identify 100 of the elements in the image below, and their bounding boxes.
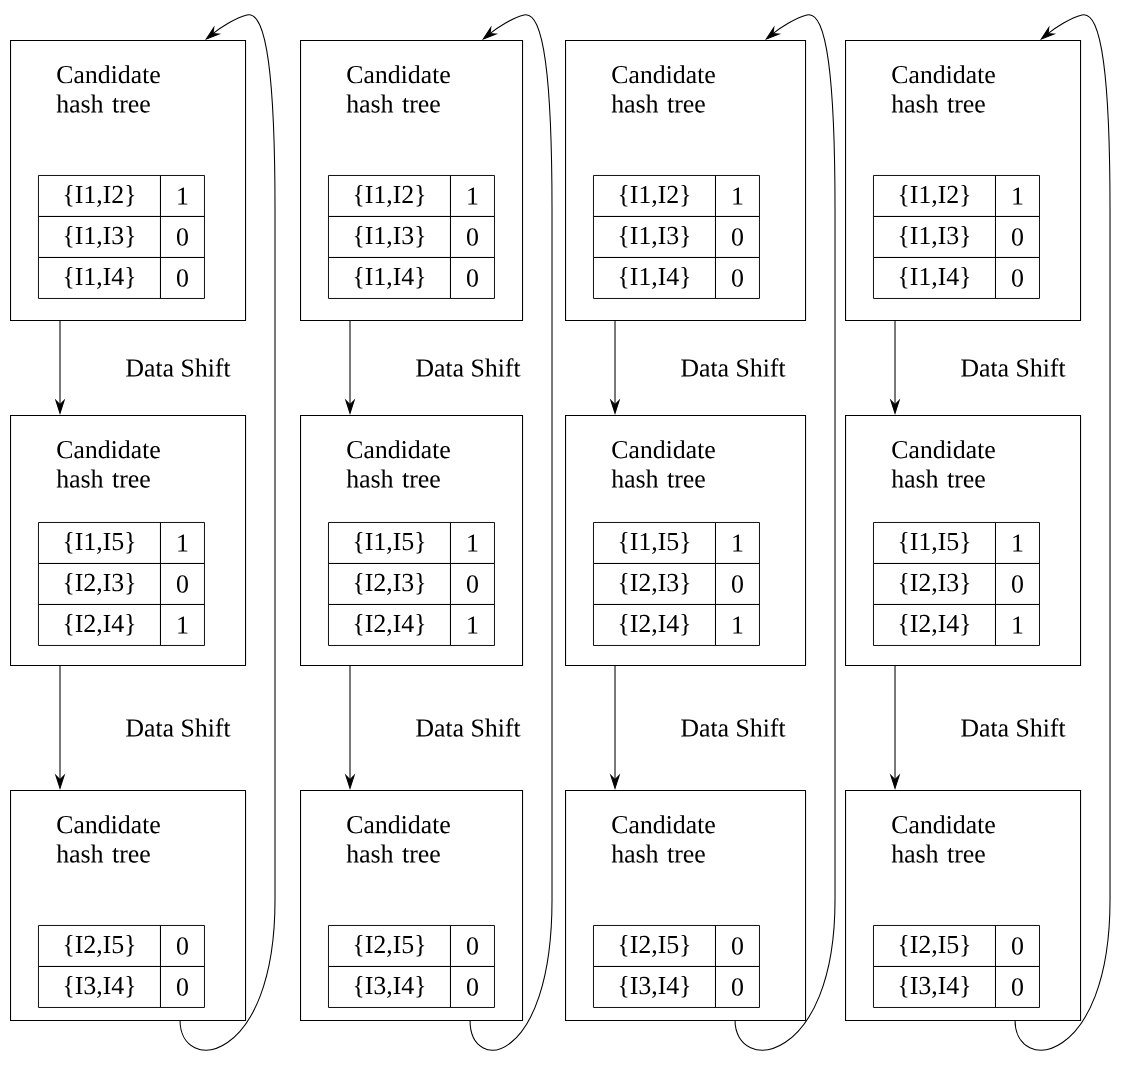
box-heading: Candidate hash tree [611,65,715,113]
table-cell: {I1,I4} [593,257,716,299]
table-cell: {I2,I4} [593,604,716,646]
table-cell: {I1,I2} [873,175,996,217]
table-cell: {I3,I4} [38,966,161,1008]
table-cell: 0 [995,563,1040,605]
table-cell: 1 [715,522,760,564]
table-cell: {I1,I4} [38,257,161,299]
box-heading: Candidate hash tree [346,440,450,488]
table-cell: 1 [160,604,205,646]
table-cell: 0 [160,925,205,967]
table-cell: 0 [450,563,495,605]
table-cell: 0 [450,966,495,1008]
table-cell: {I2,I4} [38,604,161,646]
table-cell: {I2,I5} [38,925,161,967]
candidate-box [845,790,1082,1022]
table-cell: {I3,I4} [873,966,996,1008]
table-cell: 0 [715,563,760,605]
table-cell: 1 [715,604,760,646]
edge-label: Data Shift [123,715,233,740]
table-cell: 1 [450,522,495,564]
table-cell: 1 [160,522,205,564]
box-heading: Candidate hash tree [56,440,160,488]
table-cell: 0 [160,216,205,258]
table-cell: 1 [995,604,1040,646]
table-cell: 1 [450,604,495,646]
table-cell: 0 [715,257,760,299]
table-cell: 0 [715,925,760,967]
table-cell: 0 [995,925,1040,967]
table-cell: 1 [995,175,1040,217]
table-cell: 0 [450,925,495,967]
table-cell: {I2,I3} [593,563,716,605]
table-cell: {I2,I3} [873,563,996,605]
table-cell: 1 [995,522,1040,564]
table-cell: {I2,I5} [328,925,451,967]
table-cell: 0 [715,966,760,1008]
candidate-box [565,40,807,322]
candidate-box [845,40,1082,322]
table-cell: 0 [995,257,1040,299]
table-cell: {I1,I3} [328,216,451,258]
table-cell: {I2,I5} [873,925,996,967]
box-heading: Candidate hash tree [346,65,450,113]
box-heading: Candidate hash tree [891,65,995,113]
edge-label: Data Shift [413,355,523,380]
table-cell: 0 [450,257,495,299]
candidate-box [300,415,524,667]
table-cell: 0 [450,216,495,258]
table-cell: {I3,I4} [593,966,716,1008]
candidate-box [565,790,807,1022]
table-cell: 1 [715,175,760,217]
edge-label: Data Shift [413,715,523,740]
edge-label: Data Shift [958,715,1068,740]
box-heading: Candidate hash tree [891,440,995,488]
table-cell: {I1,I5} [873,522,996,564]
table-cell: {I2,I3} [38,563,161,605]
table-cell: {I3,I4} [328,966,451,1008]
table-cell: {I1,I2} [593,175,716,217]
candidate-box [10,415,247,667]
box-heading: Candidate hash tree [346,815,450,863]
table-cell: 0 [995,966,1040,1008]
table-cell: {I1,I3} [873,216,996,258]
table-cell: {I1,I5} [38,522,161,564]
candidate-box [300,40,524,322]
table-cell: 1 [450,175,495,217]
edge-label: Data Shift [123,355,233,380]
table-cell: {I1,I2} [328,175,451,217]
table-cell: 0 [160,257,205,299]
curved-arrow [179,14,276,1051]
edge-label: Data Shift [678,355,788,380]
table-cell: {I2,I4} [328,604,451,646]
table-cell: {I1,I5} [593,522,716,564]
table-cell: 0 [160,966,205,1008]
curved-arrow [469,14,553,1051]
edge-label: Data Shift [678,715,788,740]
candidate-box [10,40,247,322]
table-cell: 1 [160,175,205,217]
box-heading: Candidate hash tree [891,815,995,863]
table-cell: {I1,I4} [873,257,996,299]
table-cell: 0 [715,216,760,258]
box-heading: Candidate hash tree [56,815,160,863]
box-heading: Candidate hash tree [611,815,715,863]
box-heading: Candidate hash tree [611,440,715,488]
candidate-box [300,790,524,1022]
curved-arrow [734,14,836,1051]
edge-label: Data Shift [958,355,1068,380]
candidate-box [845,415,1082,667]
table-cell: {I1,I4} [328,257,451,299]
table-cell: {I2,I5} [593,925,716,967]
table-cell: {I2,I4} [873,604,996,646]
table-cell: 0 [160,563,205,605]
table-cell: {I1,I3} [38,216,161,258]
candidate-box [565,415,807,667]
table-cell: {I1,I2} [38,175,161,217]
box-heading: Candidate hash tree [56,65,160,113]
curved-arrow [1014,14,1111,1051]
table-cell: 0 [995,216,1040,258]
table-cell: {I1,I5} [328,522,451,564]
candidate-box [10,790,247,1022]
table-cell: {I2,I3} [328,563,451,605]
table-cell: {I1,I3} [593,216,716,258]
